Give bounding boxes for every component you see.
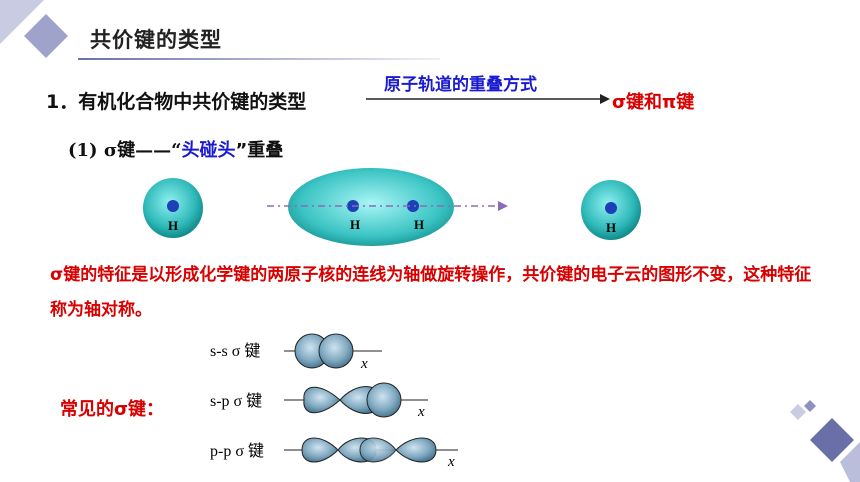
s-orbital xyxy=(366,382,402,418)
corner-decoration-bottom-right xyxy=(790,400,860,482)
p-orbital-lobe xyxy=(395,437,437,463)
right-arrow-icon xyxy=(366,94,610,104)
x-axis-label: x xyxy=(447,454,455,470)
sigma-bond-types-diagram: s-s σ 键 x s-p σ 键 x p-p σ 键 x xyxy=(210,333,458,470)
page-title: 共价键的类型 xyxy=(90,28,222,52)
atom-label-right: H xyxy=(606,220,616,235)
sigma-prefix: (1) σ键——“ xyxy=(68,140,182,161)
x-axis-label: x xyxy=(417,404,425,420)
sigma-bond-subheading: (1) σ键——“头碰头”重叠 xyxy=(68,136,283,162)
orbital-label-s-p: s-p σ 键 xyxy=(210,392,262,410)
head-on-highlight: 头碰头 xyxy=(181,140,236,161)
p-orbital-lobe xyxy=(359,437,397,463)
title-underline xyxy=(78,58,440,60)
sigma-suffix: ”重叠 xyxy=(235,140,284,161)
atom-label-left: H xyxy=(168,218,178,233)
p-orbital-lobe xyxy=(301,437,339,463)
atom-label-middle-left: H xyxy=(350,217,360,232)
x-axis-label: x xyxy=(360,356,368,372)
p-orbital-lobe xyxy=(303,386,341,414)
overlap-mode-label: 原子轨道的重叠方式 xyxy=(384,75,537,95)
bonded-h2-cloud xyxy=(288,168,454,246)
common-sigma-label: 常见的σ键： xyxy=(60,399,165,420)
orbital-label-p-p: p-p σ 键 xyxy=(210,442,264,460)
bond-result-label: σ键和π键 xyxy=(612,92,695,113)
h2-orbital-overlap-illustration: H H H H xyxy=(143,168,641,246)
corner-decoration-top-left xyxy=(0,0,68,58)
sigma-feature-description: σ键的特征是以形成化学键的两原子核的连线为轴做旋转操作，共价键的电子云的图形不变… xyxy=(50,265,812,320)
s-orbital xyxy=(318,333,354,369)
atom-label-middle-right: H xyxy=(414,217,424,232)
bond-types-heading: 1．有机化合物中共价键的类型 xyxy=(46,91,307,113)
orbital-label-s-s: s-s σ 键 xyxy=(210,342,260,360)
